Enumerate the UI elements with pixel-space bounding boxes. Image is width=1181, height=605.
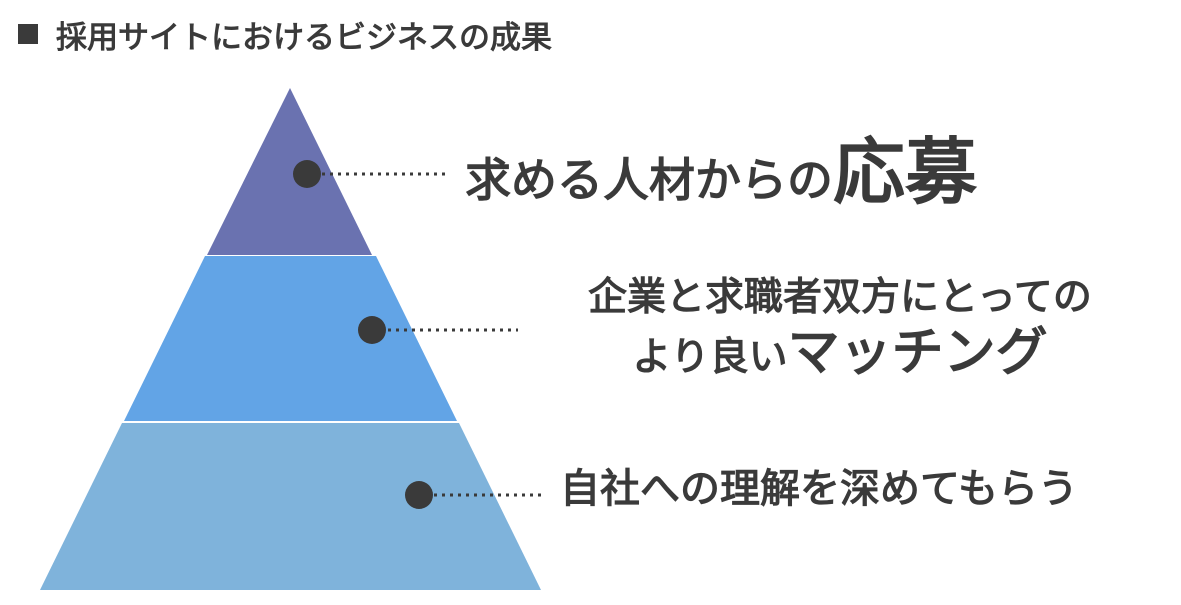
- pyramid-tier-top: [207, 88, 372, 255]
- tier-middle-label-line1: 企業と求職者双方にとっての: [588, 275, 1092, 320]
- marker-dot-bottom: [405, 481, 433, 509]
- tier-middle-label: 企業と求職者双方にとっての より良いマッチング: [540, 275, 1140, 384]
- tier-bottom-label-main: 自社への理解を深めてもらう: [560, 466, 1078, 512]
- tier-middle-label-emphasis: マッチング: [787, 322, 1048, 383]
- tier-top-label: 求める人材からの応募: [465, 98, 977, 208]
- tier-middle-label-line2: より良いマッチング: [540, 322, 1140, 384]
- pyramid-tier-middle: [124, 256, 457, 421]
- marker-dot-middle: [358, 316, 386, 344]
- marker-dot-top: [293, 160, 321, 188]
- pyramid-tier-bottom: [40, 423, 541, 590]
- square-bullet-icon: [18, 24, 38, 44]
- tier-bottom-label: 自社への理解を深めてもらう: [560, 465, 1078, 513]
- tier-top-label-emphasis: 応募: [833, 130, 978, 214]
- page-title-text: 採用サイトにおけるビジネスの成果: [56, 19, 552, 56]
- page-title: 採用サイトにおけるビジネスの成果: [18, 14, 552, 56]
- tier-top-label-main: 求める人材からの: [465, 152, 833, 207]
- tier-middle-label-line2-main: より良い: [632, 334, 788, 380]
